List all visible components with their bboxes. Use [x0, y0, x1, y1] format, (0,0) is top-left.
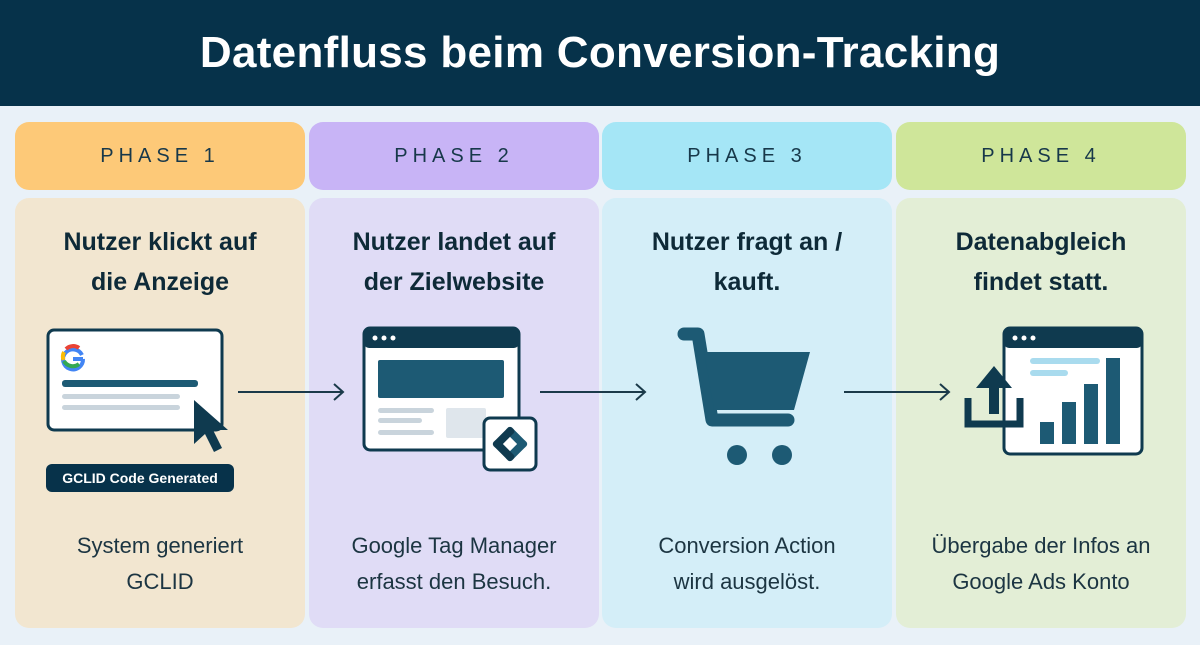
phase-3-tab: PHASE 3: [602, 122, 892, 190]
gclid-badge: GCLID Code Generated: [46, 464, 234, 492]
phase-2-title: Nutzer landet auf der Zielwebsite: [352, 228, 556, 296]
phase-3-title: Nutzer fragt an / kauft.: [651, 228, 843, 296]
phase-3-description: Conversion Action wird ausgelöst.: [658, 533, 836, 594]
google-g-icon: [60, 344, 86, 372]
page-title: Datenfluss beim Conversion-Tracking: [199, 28, 1001, 77]
phase-2-description: Google Tag Manager erfasst den Besuch.: [351, 533, 557, 594]
arrow-3-to-4: [844, 383, 951, 401]
phase-1-description: System generiert GCLID: [76, 533, 244, 594]
google-ad-click-icon: [46, 328, 228, 452]
phase-3-card: Nutzer fragt an / kauft. Conversion Acti…: [602, 198, 892, 628]
tag-manager-icon: [492, 426, 528, 462]
phase-1-tab: PHASE 1: [15, 122, 305, 190]
phase-4-tab: PHASE 4: [896, 122, 1186, 190]
phase-4-description: Übergabe der Infos an Google Ads Konto: [931, 533, 1151, 594]
phase-4-title: Datenabgleich findet statt.: [955, 228, 1127, 296]
header-banner: Datenfluss beim Conversion-Tracking: [0, 0, 1200, 106]
arrow-1-to-2: [238, 383, 345, 401]
website-tag-manager-icon: [362, 326, 538, 472]
phase-2-tab: PHASE 2: [309, 122, 599, 190]
data-sync-chart-icon: [964, 326, 1144, 456]
arrow-2-to-3: [540, 383, 647, 401]
shopping-cart-icon: [677, 327, 810, 465]
phase-1-title: Nutzer klickt auf die Anzeige: [63, 228, 257, 296]
